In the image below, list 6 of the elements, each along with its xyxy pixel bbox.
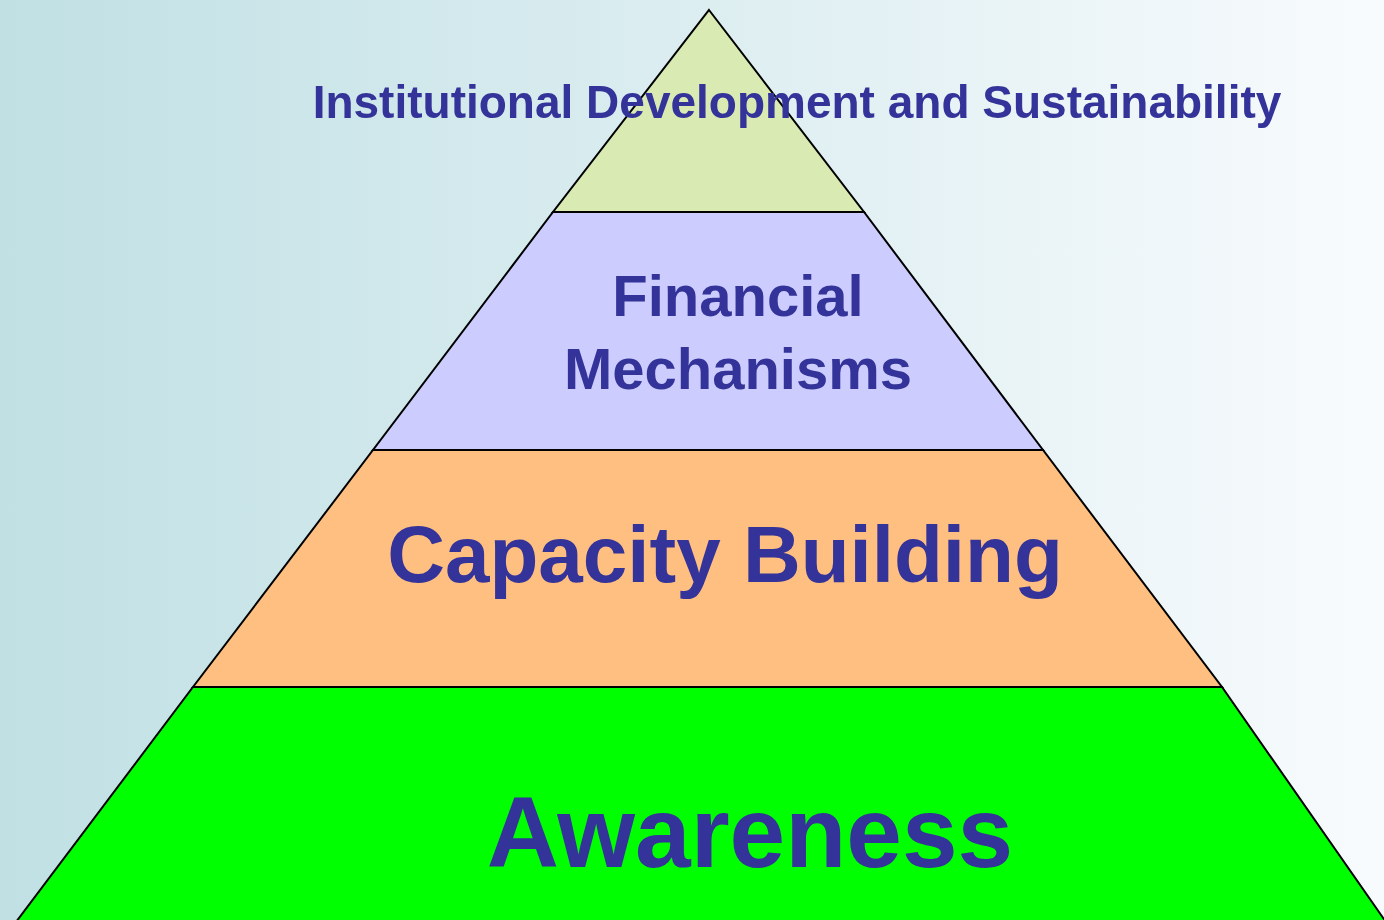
tier-label: Capacity Building [387,509,1063,601]
tier-label: Awareness [486,774,1014,890]
tier-label: Financial Mechanisms [562,261,914,402]
pyramid-tier [372,211,1044,451]
pyramid-tier [192,449,1224,688]
pyramid-tier [14,686,1384,920]
